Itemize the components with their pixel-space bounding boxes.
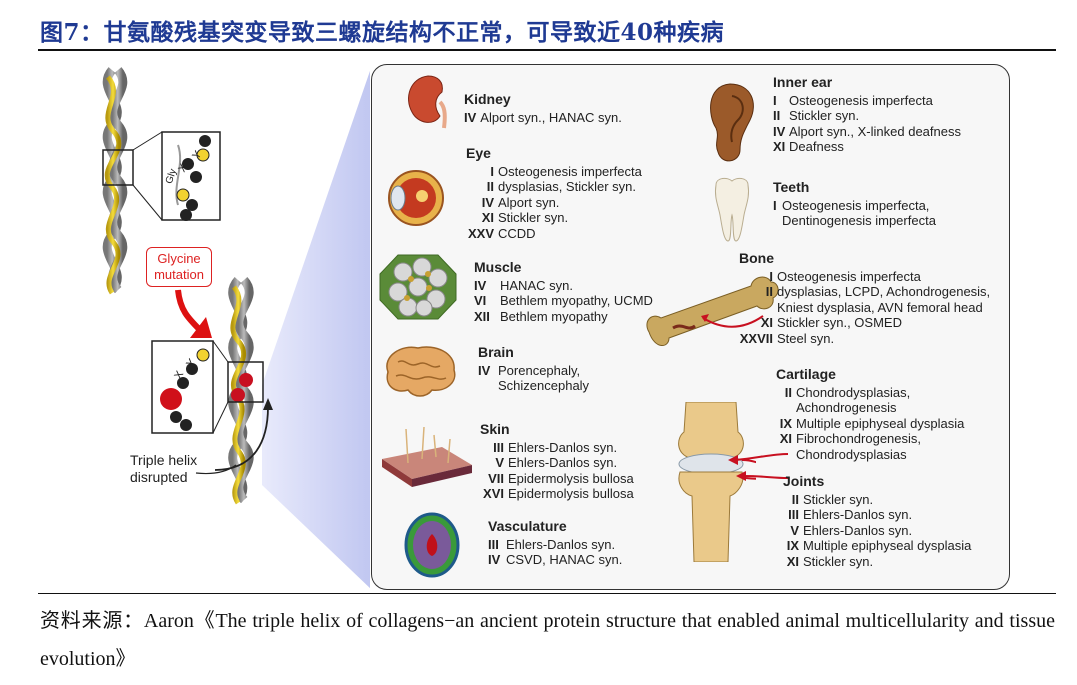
ear-icon xyxy=(710,83,754,162)
muscle-icon xyxy=(379,254,457,320)
mutation-arrow xyxy=(175,289,203,333)
source-note: 资料来源：Aaron《The triple helix of collagens… xyxy=(40,610,1055,670)
zoom-box-bottom xyxy=(151,340,214,434)
figure-title: 图7：甘氨酸残基突变导致三螺旋结构不正常，可导致近40种疾病 xyxy=(40,19,725,46)
source-rule xyxy=(38,593,1056,594)
title-rule xyxy=(38,49,1056,51)
vasculature-icon xyxy=(404,512,460,578)
bone-icon xyxy=(646,276,779,346)
zoom-cone xyxy=(262,70,370,589)
glycine-mutation-label: Glycine mutation xyxy=(146,247,212,287)
bottom-helix xyxy=(212,276,273,505)
top-helix xyxy=(102,67,163,295)
triple-helix-illustration xyxy=(102,67,370,589)
cartilage-arrows xyxy=(728,453,789,481)
brain-icon xyxy=(386,346,456,397)
tooth-icon xyxy=(715,177,749,242)
eye-icon xyxy=(388,170,444,226)
skin-icon xyxy=(382,426,472,487)
zoom-box-top xyxy=(161,131,221,221)
knee-joint-icon xyxy=(678,402,756,562)
triple-helix-disrupted-label: Triple helix disrupted xyxy=(130,452,198,485)
kidney-icon xyxy=(408,75,447,129)
